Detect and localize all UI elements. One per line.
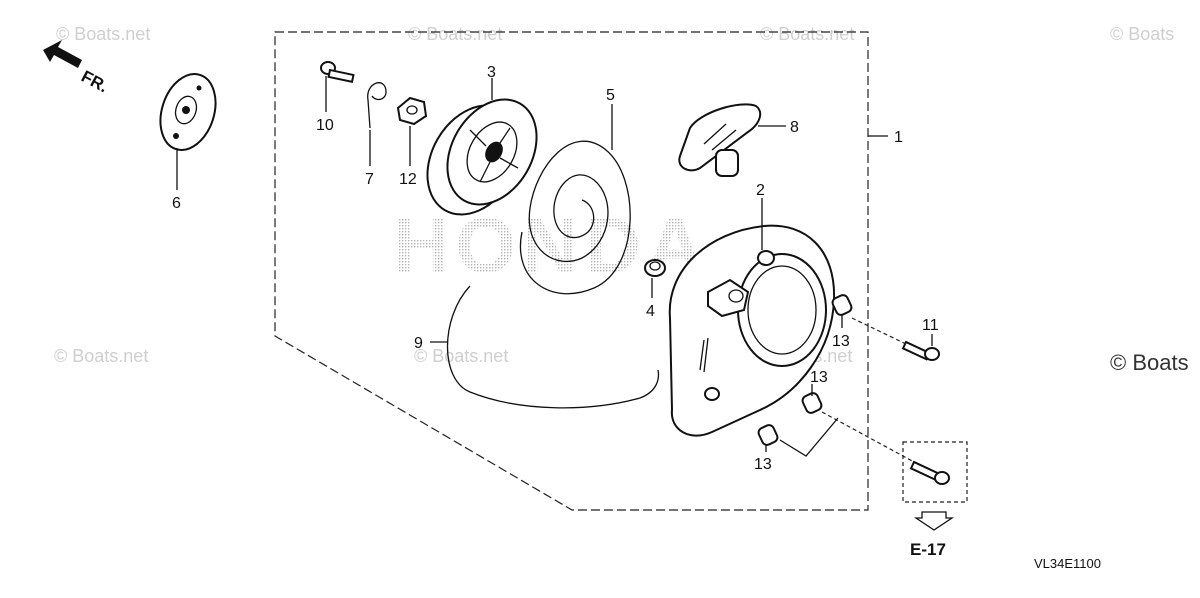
part-13-collar-c (757, 424, 779, 446)
part-3-recoil-pulley (426, 98, 538, 216)
bolt-11-axis (851, 317, 907, 345)
reference-bolt (909, 460, 950, 485)
part-13-collar-a (831, 294, 853, 316)
watermark-mid-center: © Boats.net (414, 346, 508, 366)
part-12-ratchet (396, 96, 428, 126)
callout-9: 9 (414, 335, 423, 352)
callout-5: 5 (606, 87, 615, 104)
watermark-top-far-right: © Boats (1110, 24, 1174, 44)
watermark-top-right: © Boats.net (760, 24, 854, 44)
callout-7: 7 (365, 171, 374, 188)
callout-3: 3 (487, 64, 496, 81)
callout-4: 4 (646, 303, 655, 320)
callout-13-b: 13 (810, 369, 828, 386)
callout-13-c: 13 (754, 456, 772, 473)
callout-13-a: 13 (832, 333, 850, 350)
front-direction-label: FR. (78, 67, 111, 97)
part-11-bolt (901, 340, 940, 361)
part-5-recoil-spring (519, 140, 631, 295)
callout-8: 8 (790, 119, 799, 136)
watermark-top-left: © Boats.net (56, 24, 150, 44)
callout-10: 10 (316, 117, 334, 134)
watermark-mid-left: © Boats.net (54, 346, 148, 366)
diagram-code: VL34E1100 (1034, 556, 1101, 571)
part-9-starter-rope (446, 285, 660, 409)
part-4-nut (644, 259, 666, 277)
collar-bracket-line (779, 417, 839, 457)
part-10-screw (320, 61, 355, 84)
watermark-top-center: © Boats.net (408, 24, 502, 44)
front-direction-arrow: FR. (43, 40, 111, 96)
brand-background-mark: HONDA (393, 201, 709, 289)
reference-label: E-17 (910, 540, 946, 559)
watermark-right-edge: © Boats (1110, 350, 1189, 375)
part-7-spring-clip (367, 82, 387, 129)
assembly-boundary (274, 31, 869, 511)
callout-2: 2 (756, 182, 765, 199)
reference-bolt-axis (821, 411, 915, 463)
part-2-starter-case (668, 224, 836, 437)
reference-bolt-box (902, 441, 968, 503)
callout-11: 11 (922, 317, 939, 334)
reference-arrow (913, 511, 955, 531)
part-13-collar-b (801, 392, 823, 414)
part-6-cover-plate (159, 73, 217, 151)
callout-1: 1 (894, 129, 903, 146)
callout-6: 6 (172, 195, 181, 212)
callout-12: 12 (399, 171, 417, 188)
part-8-starter-grip (678, 103, 762, 177)
